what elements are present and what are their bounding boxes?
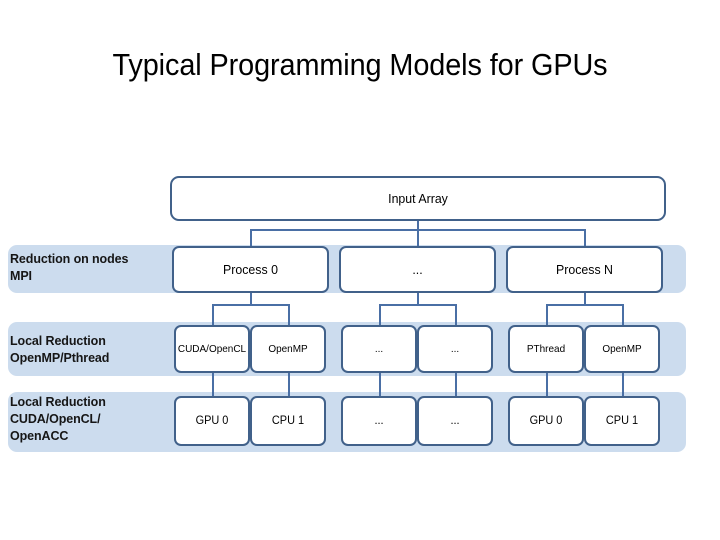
connector-mid-bot-4 xyxy=(546,372,548,398)
node-mid-openmp-right-label: OpenMP xyxy=(602,343,642,355)
connector-root-drop-1 xyxy=(417,229,419,247)
connector-pn-bar xyxy=(546,304,624,306)
connector-p0-drop-0 xyxy=(212,304,214,326)
row-label-cuda: Local Reduction CUDA/OpenCL/ OpenACC xyxy=(10,395,106,443)
node-mid-pthread[interactable]: PThread xyxy=(508,325,584,373)
row-label-openmp: Local Reduction OpenMP/Pthread xyxy=(10,334,110,365)
page-title: Typical Programming Models for GPUs xyxy=(112,47,608,82)
connector-mid-bot-1 xyxy=(288,372,290,398)
node-mid-ellipsis-2-label: ... xyxy=(450,343,460,355)
node-mid-openmp-left-label: OpenMP xyxy=(268,343,308,355)
node-bot-ellipsis-2-label: ... xyxy=(450,414,460,427)
node-mid-ellipsis-1-label: ... xyxy=(374,343,384,355)
node-mid-cuda-opencl[interactable]: CUDA/OpenCL xyxy=(174,325,250,373)
node-process-0[interactable]: Process 0 xyxy=(172,246,329,293)
connector-pmid-drop-0 xyxy=(379,304,381,326)
node-mid-ellipsis-2[interactable]: ... xyxy=(417,325,493,373)
row-label-mpi: Reduction on nodes MPI xyxy=(10,252,129,283)
node-input-array[interactable]: Input Array xyxy=(170,176,666,221)
node-mid-cuda-opencl-label: CUDA/OpenCL xyxy=(177,343,247,355)
connector-pn-stem xyxy=(584,292,586,305)
connector-root-drop-0 xyxy=(250,229,252,247)
connector-mid-bot-2 xyxy=(379,372,381,398)
node-bot-cpu-1-right[interactable]: CPU 1 xyxy=(584,396,660,446)
connector-mid-bot-3 xyxy=(455,372,457,398)
node-bot-cpu-1-left-label: CPU 1 xyxy=(271,414,305,427)
node-process-0-label: Process 0 xyxy=(223,262,278,277)
node-bot-ellipsis-1[interactable]: ... xyxy=(341,396,417,446)
node-process-ellipsis[interactable]: ... xyxy=(339,246,496,293)
node-bot-ellipsis-2[interactable]: ... xyxy=(417,396,493,446)
node-bot-cpu-1-right-label: CPU 1 xyxy=(605,414,639,427)
connector-mid-bot-5 xyxy=(622,372,624,398)
node-mid-ellipsis-1[interactable]: ... xyxy=(341,325,417,373)
node-bot-gpu-0-right-label: GPU 0 xyxy=(529,414,563,427)
node-mid-openmp-left[interactable]: OpenMP xyxy=(250,325,326,373)
node-mid-openmp-right[interactable]: OpenMP xyxy=(584,325,660,373)
node-bot-gpu-0-right[interactable]: GPU 0 xyxy=(508,396,584,446)
node-input-array-label: Input Array xyxy=(388,191,448,206)
node-process-ellipsis-label: ... xyxy=(412,262,423,277)
node-bot-ellipsis-1-label: ... xyxy=(374,414,384,427)
connector-root-drop-2 xyxy=(584,229,586,247)
connector-pn-drop-1 xyxy=(622,304,624,326)
connector-pn-drop-0 xyxy=(546,304,548,326)
node-process-n-label: Process N xyxy=(556,262,613,277)
node-bot-cpu-1-left[interactable]: CPU 1 xyxy=(250,396,326,446)
node-bot-gpu-0-left[interactable]: GPU 0 xyxy=(174,396,250,446)
connector-pmid-bar xyxy=(379,304,457,306)
connector-mid-bot-0 xyxy=(212,372,214,398)
connector-pmid-drop-1 xyxy=(455,304,457,326)
node-bot-gpu-0-left-label: GPU 0 xyxy=(195,414,229,427)
connector-pmid-stem xyxy=(417,292,419,305)
connector-p0-stem xyxy=(250,292,252,305)
connector-p0-drop-1 xyxy=(288,304,290,326)
connector-p0-bar xyxy=(212,304,290,306)
node-mid-pthread-label: PThread xyxy=(526,343,566,355)
node-process-n[interactable]: Process N xyxy=(506,246,663,293)
